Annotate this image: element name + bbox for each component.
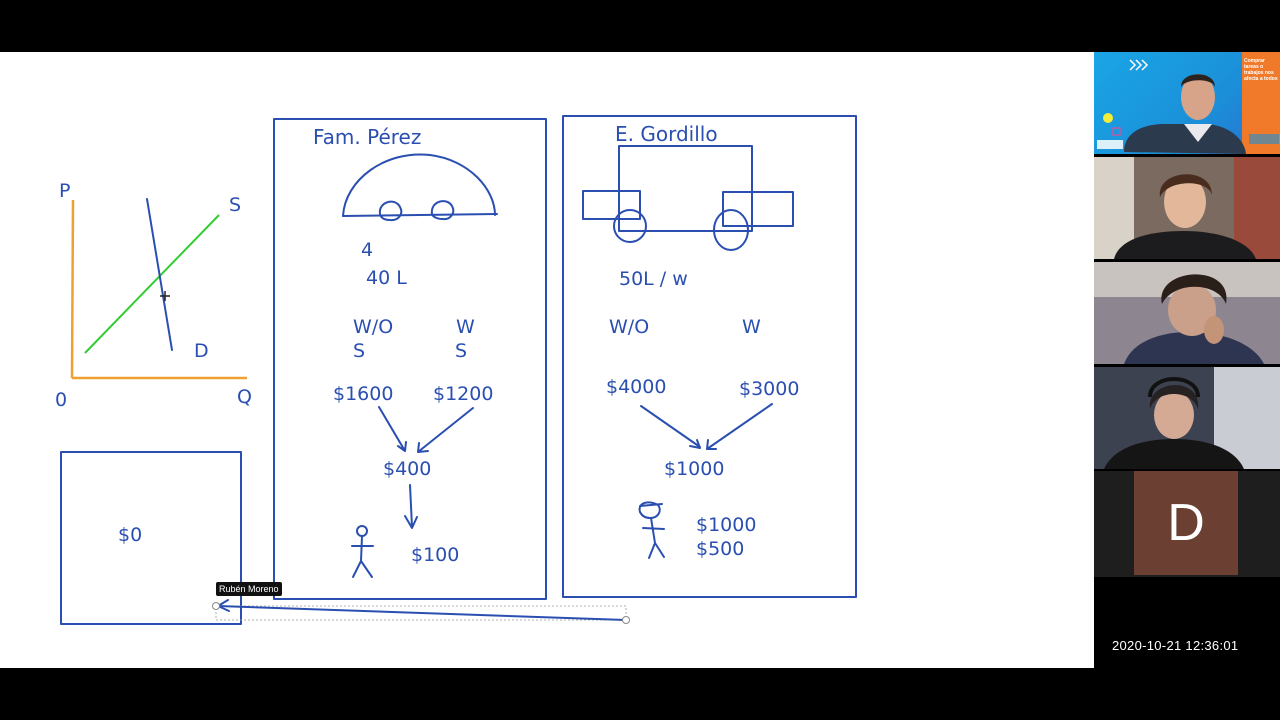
wheel-icon [378,200,403,222]
perez-difference: $400 [383,458,431,480]
gordillo-panel: E. Gordillo 50L / w W/O W $4000 $3000 $1… [562,115,857,598]
perez-panel: Fam. Pérez 4 40 L W/O S W S $1600 $1200 … [273,118,547,600]
arrow-icon [378,406,407,452]
s-label: S [229,194,241,216]
participant-tile-4[interactable] [1094,367,1280,469]
pointer-arrow [212,599,630,624]
zero-amount: $0 [118,524,142,546]
participant-video [1094,262,1280,364]
presenter-video [1097,52,1280,154]
gordillo-difference: $1000 [664,458,724,480]
q-label: Q [237,386,252,408]
whiteboard-canvas[interactable]: P S D 0 Q $0 Fam. Pérez 4 40 L W/O S W S… [0,52,1094,668]
perez-w-sub: S [455,340,467,362]
perez-w-label: W [456,316,475,338]
zero-box: $0 [60,451,242,625]
supply-line [84,214,220,354]
truck-icon [582,145,794,251]
participant-video [1094,367,1280,469]
gordillo-w-label: W [742,316,761,338]
collaborator-cursor-label: Rubén Moreno [216,582,282,596]
perez-people: 4 [361,239,373,261]
chevrons-icon [1129,59,1149,71]
perez-title: Fam. Pérez [313,125,421,149]
perez-w-value: $1200 [433,383,493,405]
gordillo-wo-value: $4000 [606,376,666,398]
arrow-icon [417,407,474,453]
avatar: D [1134,471,1238,575]
gordillo-liters: 50L / w [619,268,688,290]
perez-wo-label: W/O [353,316,393,338]
y-axis [70,199,75,379]
gordillo-value-1: $1000 [696,514,756,536]
gordillo-value-2: $500 [696,538,744,560]
arrow-down-icon [404,484,418,529]
demand-line [146,198,173,351]
presenter-banner-text: Comprar tareas o trabajos nos afecta a t… [1244,58,1278,82]
wheel-icon [430,200,455,221]
p-label: P [59,180,70,202]
origin-label: 0 [55,389,67,411]
participant-video [1094,157,1280,259]
stick-figure-icon [638,501,665,559]
perez-per-person: $100 [411,544,459,566]
participant-tile-2[interactable] [1094,157,1280,259]
perez-liters: 40 L [366,267,407,289]
perez-wo-value: $1600 [333,383,393,405]
supply-demand-graph: P S D 0 Q [55,180,252,411]
d-label: D [194,340,209,362]
perez-wo-sub: S [353,340,365,362]
dot-icon [1103,113,1113,123]
gordillo-title: E. Gordillo [615,122,718,146]
letterbox-bottom [0,668,1280,720]
crosshair-icon [160,291,170,301]
letterbox-top [0,0,1280,52]
participant-tile-presenter[interactable]: Comprar tareas o trabajos nos afecta a t… [1094,52,1280,154]
whiteboard-drawing: P S D 0 Q $0 Fam. Pérez 4 40 L W/O S W S… [55,115,857,625]
arrow-icon [706,403,773,450]
gordillo-w-value: $3000 [739,378,799,400]
stick-figure-icon [351,525,374,578]
gordillo-wo-label: W/O [609,316,649,338]
arrow-icon [640,405,701,449]
car-body-icon [342,153,496,217]
participant-tile-3[interactable] [1094,262,1280,364]
recording-timestamp: 2020-10-21 12:36:01 [1112,638,1239,653]
